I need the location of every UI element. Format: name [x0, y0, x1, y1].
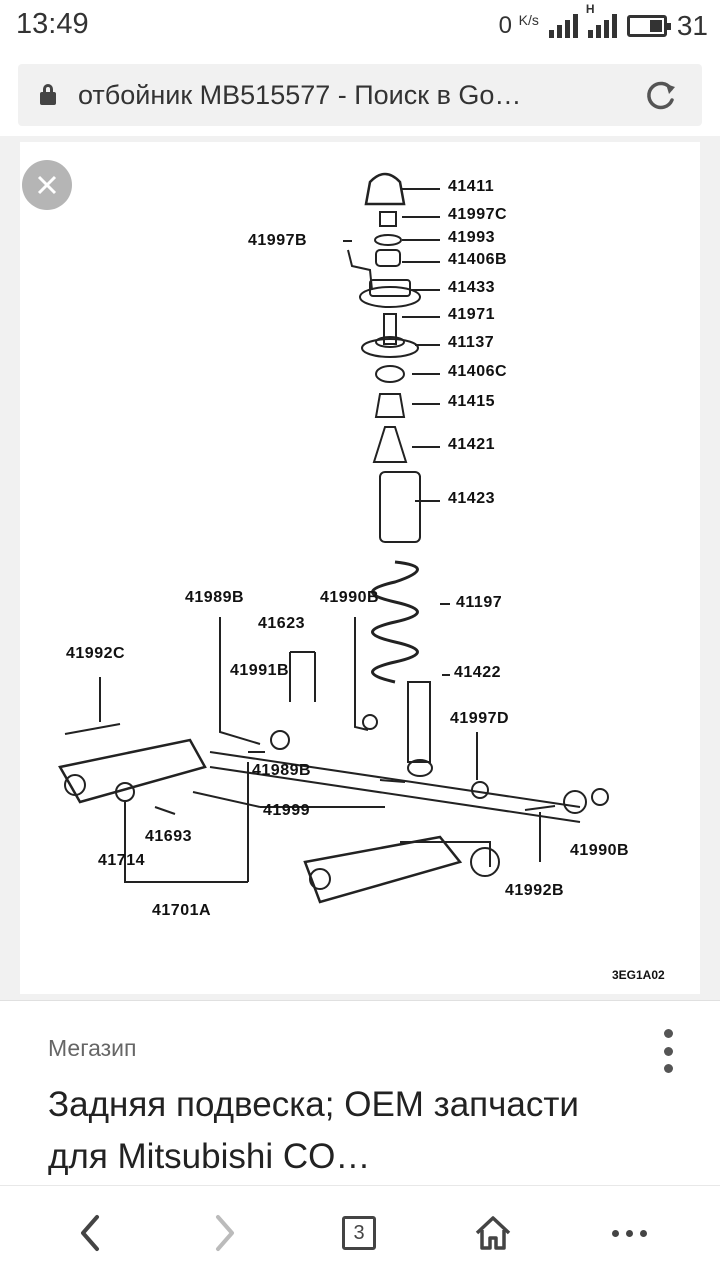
lock-icon [40, 84, 56, 106]
suspension-diagram: 41411 41997C 41997B 41993 41406B 41433 4… [20, 142, 700, 994]
part-label: 41693 [145, 828, 192, 845]
bottom-navigation: 3 [0, 1185, 720, 1280]
battery-icon [626, 15, 671, 37]
part-label: 41999 [263, 802, 310, 819]
part-label: 41992C [66, 645, 126, 662]
part-label: 41701A [152, 902, 212, 919]
drawing-code: 3EG1A02 [612, 968, 665, 982]
part-label: 41990B [320, 589, 380, 606]
back-button[interactable] [65, 1208, 115, 1258]
reload-icon[interactable] [644, 78, 678, 112]
chevron-left-icon [81, 1215, 99, 1251]
part-label: 41997B [248, 232, 308, 249]
more-horizontal-icon [611, 1229, 647, 1237]
network-speed-value: 0 [498, 12, 512, 39]
status-bar: 13:49 0 K/s H 31 [0, 0, 720, 52]
part-label: 41992B [505, 882, 565, 899]
card-source[interactable]: Мегазип [48, 1035, 137, 1061]
part-label: 41997D [450, 710, 510, 727]
tabs-button[interactable]: 3 [334, 1208, 384, 1258]
part-label: 41421 [448, 436, 495, 453]
part-label: 41197 [456, 594, 503, 611]
part-label: 41406C [448, 363, 508, 380]
part-label: 41997C [448, 206, 508, 223]
status-time: 13:49 [16, 8, 89, 40]
home-button[interactable] [468, 1208, 518, 1258]
part-label: 41411 [448, 178, 495, 195]
network-speed-unit: K/s [518, 12, 539, 28]
close-button[interactable] [22, 160, 72, 210]
signal-h-icon: H [586, 2, 617, 38]
image-viewer: 41411 41997C 41997B 41993 41406B 41433 4… [0, 136, 720, 1000]
more-options-icon[interactable] [656, 1029, 680, 1073]
tab-count: 3 [342, 1216, 376, 1250]
part-label: 41423 [448, 490, 495, 507]
card-title[interactable]: Задняя подвеска; OEM запчасти для Mitsub… [48, 1085, 579, 1176]
part-label: 41991B [230, 662, 290, 679]
part-label: 41415 [448, 393, 495, 410]
menu-button[interactable] [604, 1208, 654, 1258]
part-label: 41137 [448, 334, 495, 351]
network-type: H [585, 2, 595, 16]
home-icon [475, 1216, 511, 1250]
address-bar[interactable]: отбойник MB515577 - Поиск в Go… [18, 64, 702, 126]
part-label: 41990B [570, 842, 630, 859]
part-label: 41971 [448, 306, 495, 323]
result-card[interactable]: Мегазип Задняя подвеска; OEM запчасти дл… [0, 1000, 720, 1185]
chevron-right-icon [216, 1215, 234, 1251]
part-label: 41714 [98, 852, 145, 869]
diagram-drawing [58, 172, 609, 904]
forward-button[interactable] [200, 1208, 250, 1258]
status-icons: 0 K/s H 31 [499, 2, 708, 44]
close-icon [37, 175, 57, 195]
url-text[interactable]: отбойник MB515577 - Поиск в Go… [78, 80, 522, 110]
part-label: 41989B [252, 762, 312, 779]
network-speed: 0 K/s [499, 12, 539, 40]
part-label: 41422 [454, 664, 501, 681]
part-label: 41989B [185, 589, 245, 606]
part-label: 41406B [448, 251, 508, 268]
signal-icon [548, 14, 578, 38]
part-label: 41433 [448, 279, 495, 296]
part-label: 41993 [448, 229, 495, 246]
part-label: 41623 [258, 615, 305, 632]
battery-level: 31 [676, 10, 708, 41]
